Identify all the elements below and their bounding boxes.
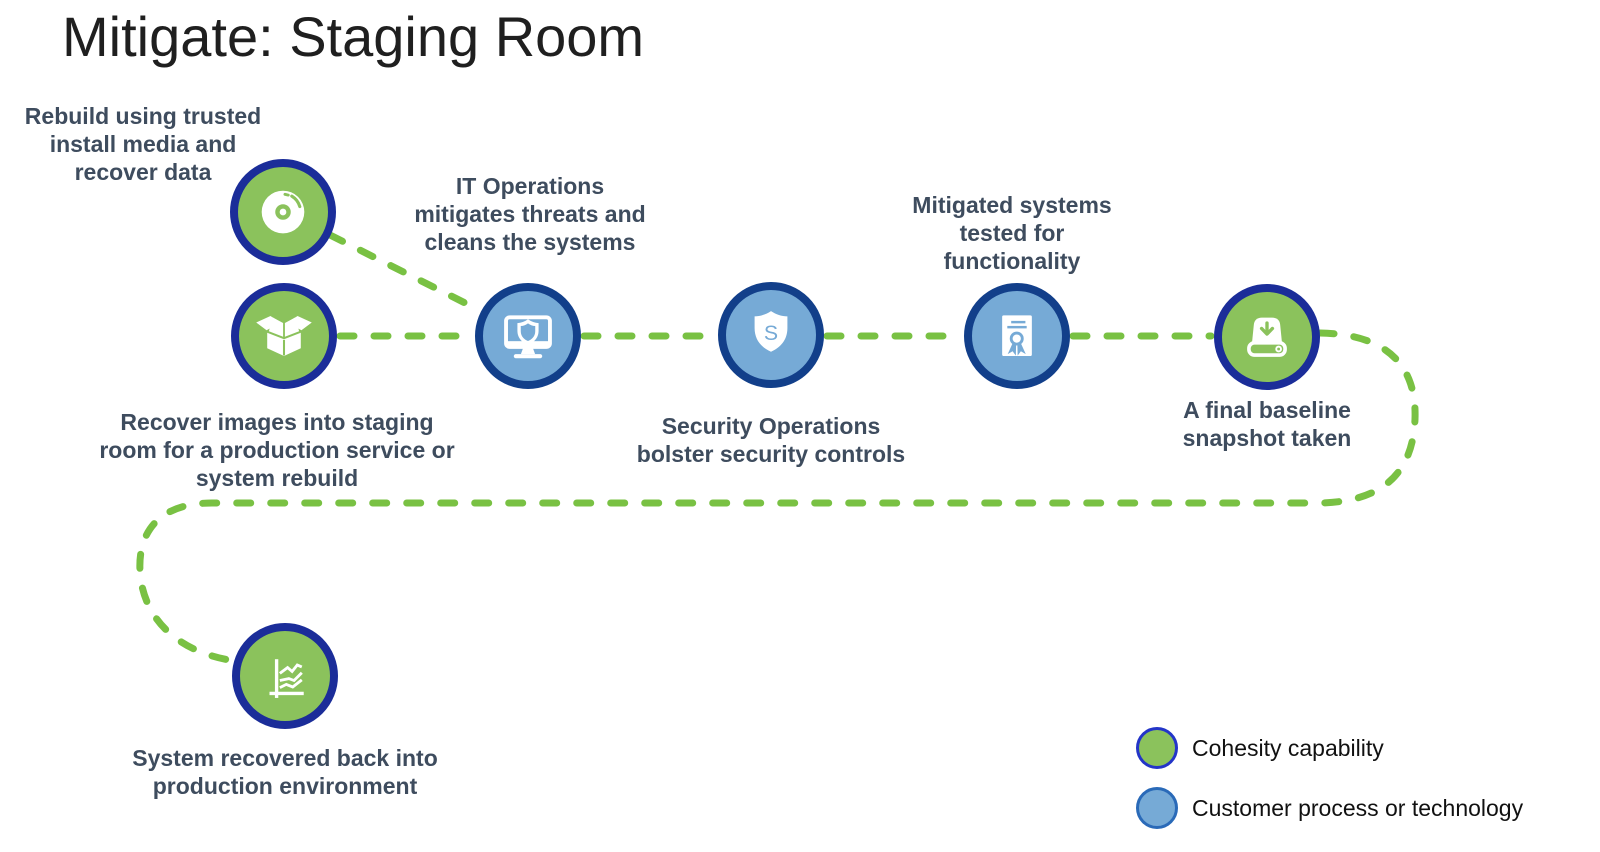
legend-item-cohesity: Cohesity capability — [1136, 727, 1523, 769]
snapshot-drive-icon — [1247, 317, 1287, 357]
customer-process-dot-icon — [1136, 787, 1178, 829]
shield-s-icon: S — [754, 311, 788, 352]
open-box-icon — [256, 315, 312, 357]
node-system-recovered — [232, 623, 338, 729]
page-title: Mitigate: Staging Room — [62, 5, 645, 68]
certificate-icon — [1002, 315, 1032, 357]
legend-label-cohesity: Cohesity capability — [1192, 734, 1384, 761]
connector-rebuild-to-itops — [326, 231, 485, 315]
legend: Cohesity capability Customer process or … — [1136, 727, 1523, 847]
label-it-operations: IT Operations mitigates threats and clea… — [414, 173, 646, 255]
legend-label-customer: Customer process or technology — [1192, 794, 1524, 821]
svg-text:S: S — [764, 321, 778, 345]
node-final-snapshot — [1214, 284, 1320, 390]
disc-icon — [261, 190, 305, 234]
node-security-operations: S — [718, 282, 824, 388]
label-security-operations: Security Operations bolster security con… — [636, 413, 906, 467]
label-recover-images: Recover images into staging room for a p… — [99, 409, 455, 491]
label-rebuild-install-media: Rebuild using trusted install media and … — [24, 103, 262, 185]
legend-item-customer: Customer process or technology — [1136, 787, 1523, 829]
node-recover-images — [231, 283, 337, 389]
label-final-snapshot: A final baseline snapshot taken — [1182, 397, 1352, 451]
label-system-recovered: System recovered back into production en… — [132, 745, 438, 799]
node-it-operations — [475, 283, 581, 389]
monitor-shield-icon — [504, 315, 552, 359]
line-chart-icon — [269, 659, 304, 698]
cohesity-capability-dot-icon — [1136, 727, 1178, 769]
label-systems-tested: Mitigated systems tested for functionali… — [912, 192, 1112, 274]
node-rebuild-install-media — [230, 159, 336, 265]
node-systems-tested — [964, 283, 1070, 389]
connector-snapshot-to-production — [136, 329, 1419, 664]
